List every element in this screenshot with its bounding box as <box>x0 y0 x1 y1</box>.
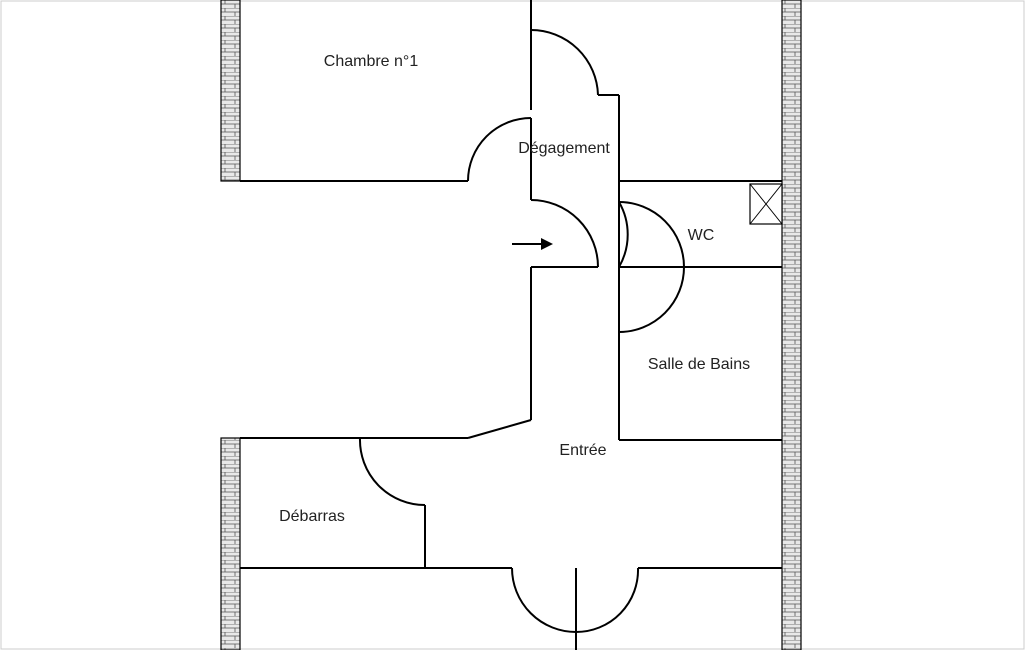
interior-walls <box>240 0 782 569</box>
room-label-salle-de-bains: Salle de Bains <box>648 356 750 373</box>
wall <box>467 419 532 439</box>
room-label-chambre1: Chambre n°1 <box>324 53 419 70</box>
doors <box>358 29 685 650</box>
door-swing <box>467 117 532 182</box>
brick-wall-left-top <box>220 0 241 182</box>
door-swing <box>618 201 685 268</box>
room-label-debarras: Débarras <box>279 508 345 525</box>
room-label-entree: Entrée <box>559 442 606 459</box>
room-label-wc: WC <box>688 227 715 244</box>
door-swing <box>358 437 426 506</box>
entry-arrow-icon <box>512 238 553 250</box>
brick-wall-right <box>781 0 802 650</box>
door-swing <box>618 201 629 268</box>
room-label-degagement: Dégagement <box>518 140 610 157</box>
door-swing <box>618 266 685 333</box>
ventilation-box-icon <box>749 183 783 225</box>
door-swing <box>575 567 640 633</box>
door-swing <box>511 567 577 633</box>
door-swing <box>530 199 599 268</box>
door-swing <box>530 29 599 96</box>
brick-wall-left-bottom <box>220 437 241 650</box>
